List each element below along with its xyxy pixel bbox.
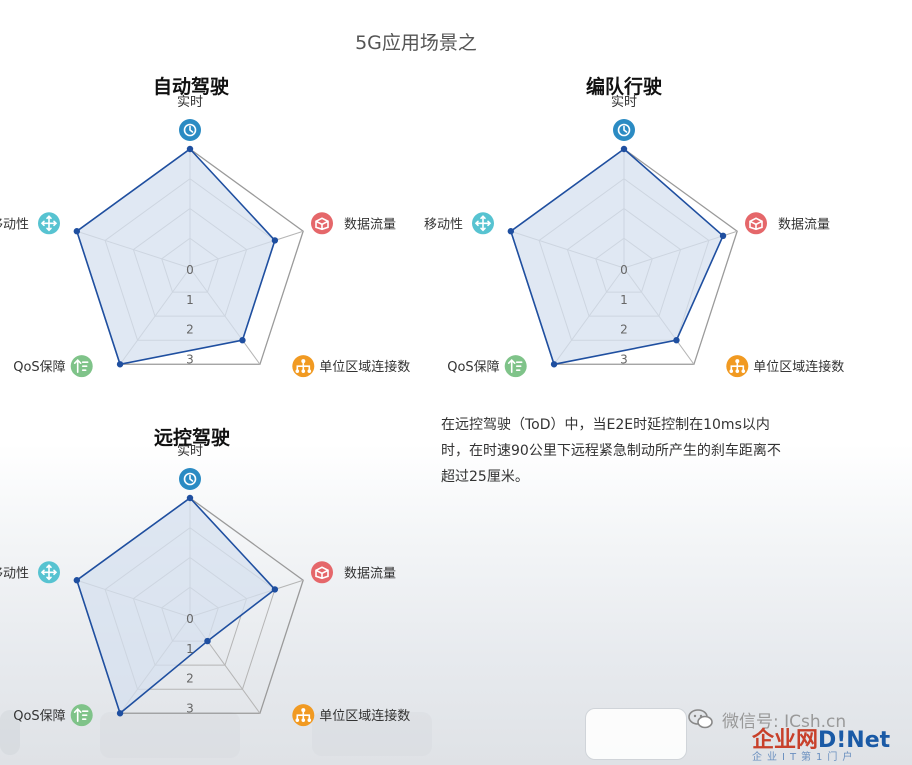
background-car <box>585 708 687 760</box>
watermark-wechat-text: 微信号: ICsh.cn <box>722 712 847 732</box>
network-icon <box>292 355 315 378</box>
radar-series-area <box>75 147 276 366</box>
radar-axis-label: QoS保障 <box>447 360 499 375</box>
watermark-wechat: 微信号: ICsh.cn <box>722 707 846 732</box>
radar-series-area <box>75 496 277 715</box>
network-icon <box>292 704 315 727</box>
clock-icon <box>179 119 201 141</box>
radar-tick-label: 2 <box>186 323 194 337</box>
radar-data-point <box>507 228 515 235</box>
network-icon <box>726 355 749 378</box>
chart-title-platooning: 编队行驶 <box>585 76 662 98</box>
background-car <box>312 712 432 756</box>
radar-series-area <box>509 147 724 366</box>
radar-data-point <box>116 361 124 368</box>
radar-tick-label: 2 <box>186 672 194 686</box>
radar-tick-label: 3 <box>620 352 628 366</box>
radar-data-point <box>620 145 628 153</box>
radar-tick-label: 1 <box>620 293 628 307</box>
description-line: 超过25厘米。 <box>441 469 529 485</box>
radar-tick-label: 0 <box>186 612 194 626</box>
radar-data-point <box>550 361 558 368</box>
watermark-logo: 企业网D!Net <box>752 722 890 754</box>
watermark-tagline: 企业IT第1门户 <box>752 752 858 763</box>
radar-tick-label: 1 <box>186 642 194 656</box>
watermark-logo-b: D!Net <box>818 728 891 753</box>
radar-axis-label: 数据流量 <box>778 217 830 232</box>
background-car <box>0 710 20 755</box>
radar-axis-label: QoS保障 <box>13 360 65 375</box>
radar-axis-label: 移动性 <box>424 217 463 232</box>
box-icon <box>311 212 333 235</box>
move-icon <box>472 212 494 235</box>
radar-data-point <box>73 228 81 235</box>
radar-axis-label: QoS保障 <box>13 709 65 724</box>
radar-data-point <box>116 710 124 717</box>
page-title: 5G应用场景之 <box>355 32 477 54</box>
move-icon <box>38 561 60 584</box>
radar-axis-label: 实时 <box>177 95 203 110</box>
radar-axis-label: 移动性 <box>0 217 29 232</box>
radar-axis-label: 实时 <box>611 95 637 110</box>
radar-axis-label: 数据流量 <box>344 566 396 581</box>
radar-data-point <box>73 577 81 584</box>
clock-icon <box>179 468 201 490</box>
radar-axis-label: 单位区域连接数 <box>319 708 410 724</box>
description-line: 在远控驾驶（ToD）中，当E2E时延控制在10ms以内 <box>441 417 770 433</box>
radar-axis-label: 单位区域连接数 <box>753 359 844 375</box>
radar-data-point <box>239 337 246 344</box>
radar-axis-label: 实时 <box>177 444 203 459</box>
description-line: 时，在时速90公里下远程紧急制动所产生的刹车距离不 <box>441 443 781 459</box>
radar-data-point <box>186 145 194 153</box>
sort-icon <box>504 355 527 378</box>
sort-icon <box>70 355 93 378</box>
radar-tick-label: 1 <box>186 293 194 307</box>
background-car <box>100 712 240 758</box>
radar-tick-label: 0 <box>620 263 628 277</box>
move-icon <box>38 212 60 235</box>
sort-icon <box>70 704 93 727</box>
radar-axis-label: 移动性 <box>0 566 29 581</box>
radar-data-point <box>204 637 211 645</box>
clock-icon <box>613 119 635 141</box>
box-icon <box>745 212 767 235</box>
radar-tick-label: 0 <box>186 263 194 277</box>
radar-tick-label: 3 <box>186 701 194 715</box>
radar-data-point <box>186 494 194 502</box>
description-text: 在远控驾驶（ToD）中，当E2E时延控制在10ms以内 时，在时速90公里下远程… <box>441 412 836 490</box>
box-icon <box>311 561 333 584</box>
radar-data-point <box>271 237 279 244</box>
watermark-logo-a: 企业网 <box>752 728 819 753</box>
radar-data-point <box>271 586 279 593</box>
radar-tick-label: 2 <box>620 323 628 337</box>
chart-title-remote-driving: 远控驾驶 <box>153 427 230 449</box>
radar-data-point <box>673 337 680 344</box>
radar-data-point <box>719 232 727 240</box>
radar-axis-label: 单位区域连接数 <box>319 359 410 375</box>
chart-title-autonomous-driving: 自动驾驶 <box>152 76 229 98</box>
wechat-icon <box>688 709 713 729</box>
radar-axis-label: 数据流量 <box>344 217 396 232</box>
radar-tick-label: 3 <box>186 352 194 366</box>
